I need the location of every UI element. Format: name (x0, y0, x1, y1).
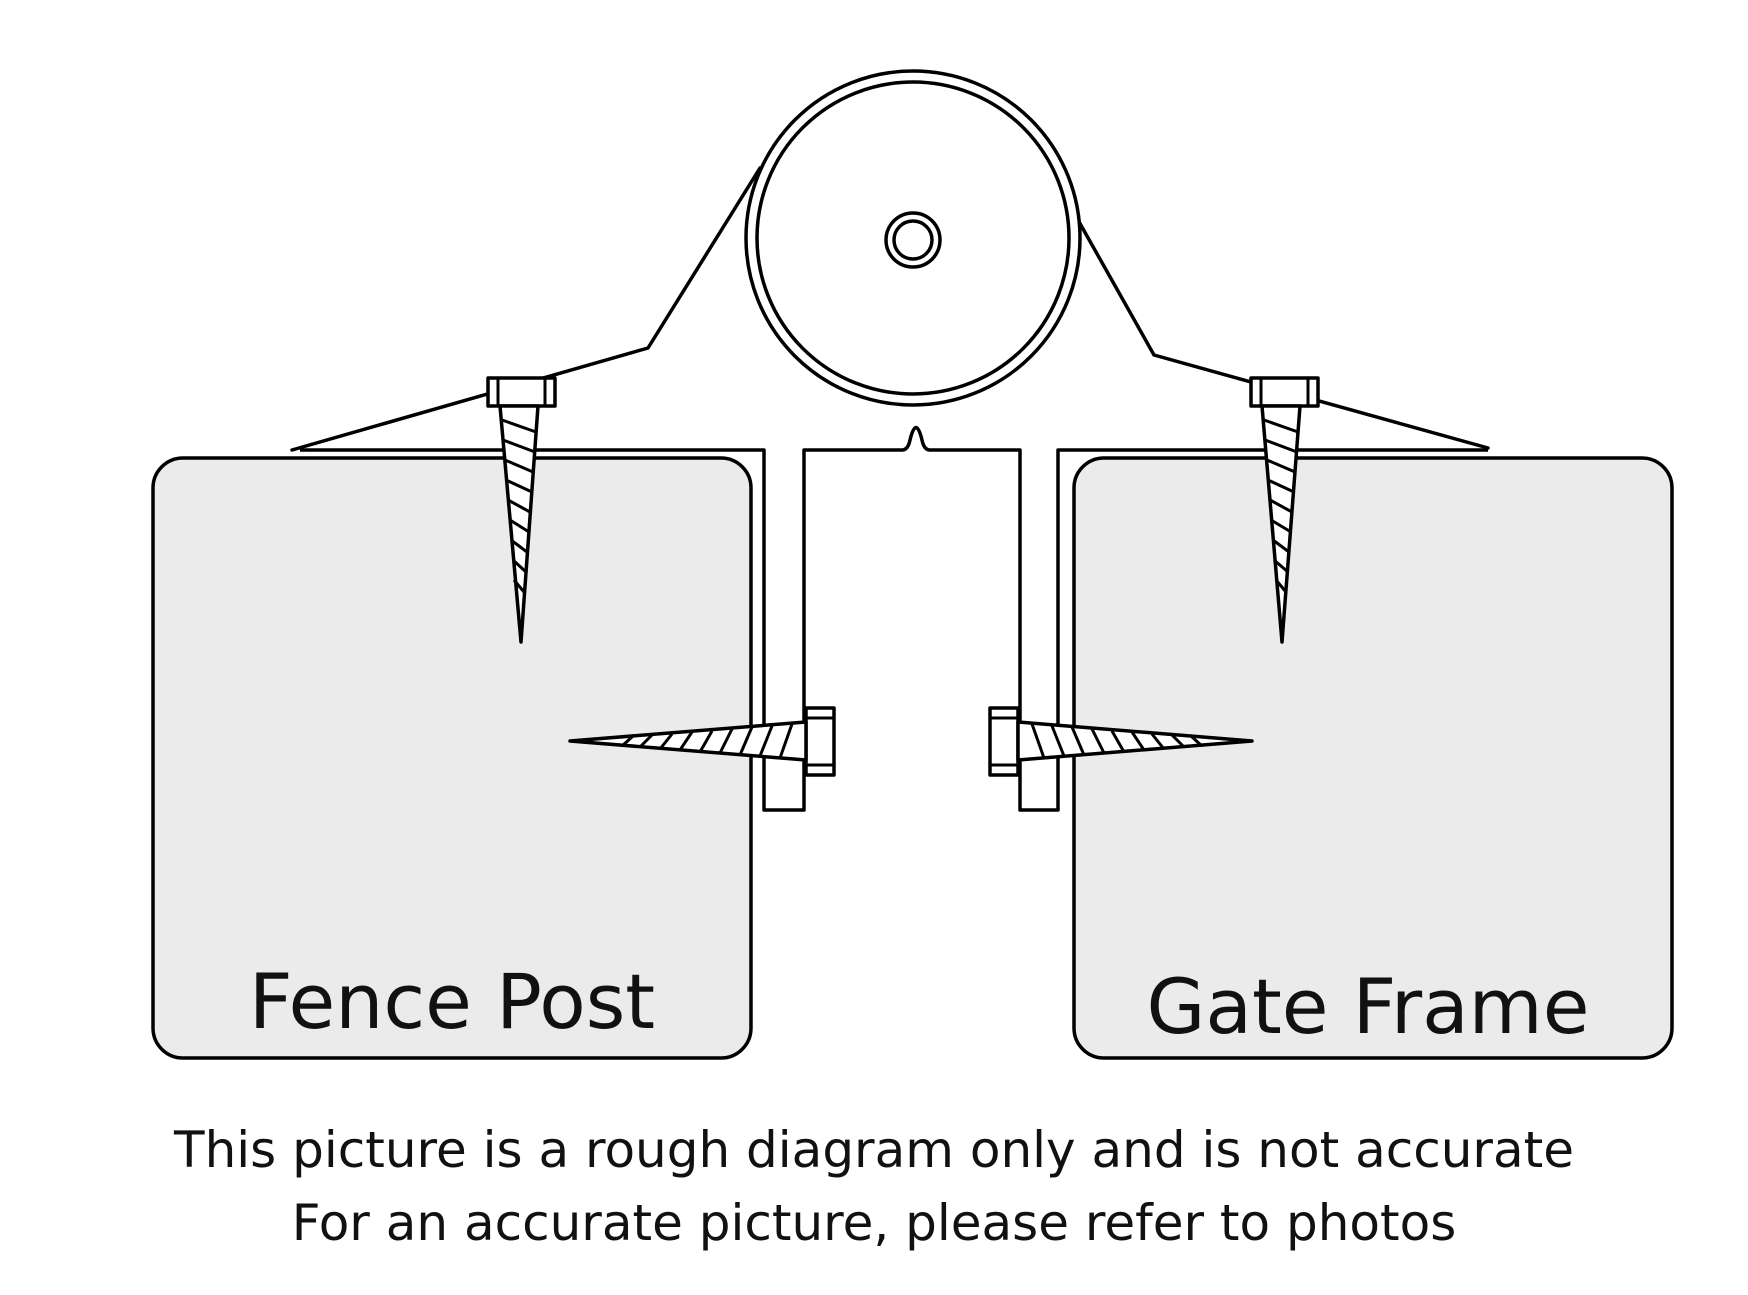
gate-frame-block (1072, 456, 1674, 1060)
right-hinge-wing (1076, 218, 1490, 450)
hinge-pin-inner (892, 219, 934, 261)
fence-post-block (151, 456, 753, 1060)
caption-line-1: This picture is a rough diagram only and… (174, 1121, 1574, 1179)
screw-side-right (988, 706, 1254, 777)
gate-frame-label: Gate Frame (1147, 962, 1590, 1051)
screw-top-right (1249, 376, 1320, 644)
screw-top-left (486, 376, 557, 644)
caption-line-2: For an accurate picture, please refer to… (291, 1194, 1457, 1252)
screw-side-left (568, 706, 836, 777)
hinge-barrel-inner (755, 80, 1071, 396)
hinge-pin-outer (884, 211, 942, 269)
fence-post-label: Fence Post (249, 957, 655, 1046)
left-hinge-wing (290, 166, 762, 452)
hinge-barrel-outer (744, 69, 1082, 407)
left-hinge-plate (300, 425, 1488, 812)
